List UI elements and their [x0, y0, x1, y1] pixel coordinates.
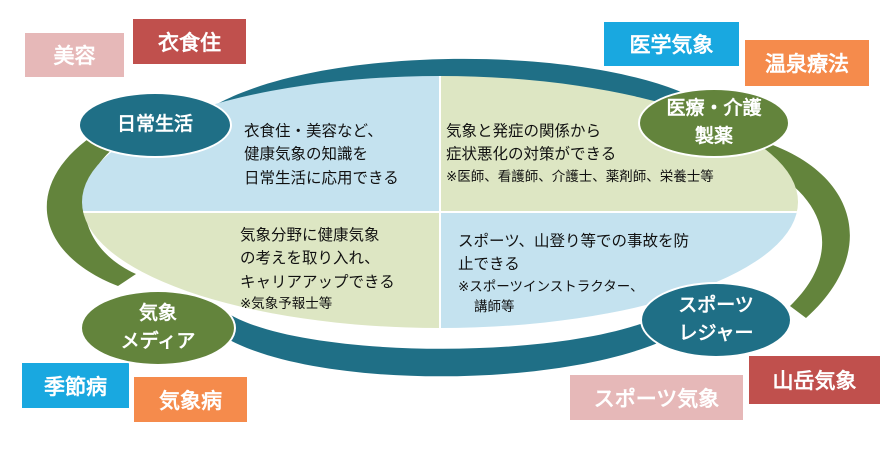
text-line: 健康気象の知識を — [244, 145, 369, 164]
quadrant-bottom-left-text: 気象分野に健康気象 の考えを取り入れ、 キャリアアップできる ※気象予報士等 — [240, 224, 395, 314]
text-note: ※気象予報士等 — [240, 295, 333, 312]
tag-ishokuju: 衣食住 — [133, 19, 246, 64]
text-note: ※医師、看護師、介護士、薬剤師、栄養士等 — [446, 168, 714, 185]
ring-arc-left — [46, 126, 136, 286]
text-line: 衣食住・美容など、 — [244, 122, 383, 140]
tag-kisetsubyou: 季節病 — [22, 363, 129, 408]
node-daily-life: 日常生活 — [78, 92, 232, 158]
node-weather-media-label-1: 気象 — [138, 302, 177, 325]
node-daily-life-label: 日常生活 — [116, 113, 193, 136]
quadrant-bottom-right-text: スポーツ、山登り等での事故を防 止できる ※スポーツインストラクター、 講師等 — [458, 230, 689, 317]
text-line: 気象と発症の関係から — [446, 122, 602, 140]
text-line: 気象分野に健康気象 — [240, 226, 380, 244]
tag-sports-kishou: スポーツ気象 — [570, 375, 743, 420]
node-medical-care-label-1: 医療・介護 — [666, 97, 762, 120]
tag-sangaku-kishou: 山岳気象 — [749, 356, 880, 404]
ring-arc-right — [748, 140, 850, 318]
text-note: 講師等 — [474, 298, 515, 315]
quadrant-top-left-text: 衣食住・美容など、 健康気象の知識を 日常生活に応用できる — [244, 120, 399, 190]
tag-kishoubyou: 気象病 — [134, 377, 247, 422]
text-line: 止できる — [458, 255, 520, 274]
tag-biyou: 美容 — [25, 33, 124, 77]
text-note: ※スポーツインストラクター、 — [458, 278, 644, 295]
node-sports-leisure-label-1: スポーツ — [678, 294, 754, 317]
ring-arc-bottom — [204, 306, 700, 377]
text-line: の考えを取り入れ、 — [240, 249, 380, 268]
node-medical-care-label-2: 製薬 — [694, 125, 733, 147]
node-medical-care: 医療・介護 製薬 — [638, 88, 790, 158]
text-line: キャリアアップできる — [240, 272, 395, 291]
tag-onsen-ryouhou: 温泉療法 — [745, 40, 869, 86]
node-sports-leisure-label-2: レジャー — [678, 322, 754, 344]
node-weather-media-label-2: メディア — [120, 330, 196, 352]
text-line: スポーツ、山登り等での事故を防 — [458, 232, 689, 250]
tag-igaku-kishou: 医学気象 — [604, 22, 739, 66]
ring-arc-top — [196, 58, 712, 128]
text-line: 症状悪化の対策ができる — [446, 145, 617, 164]
node-sports-leisure: スポーツ レジャー — [640, 282, 792, 358]
node-weather-media: 気象 メディア — [80, 290, 236, 366]
text-line: 日常生活に応用できる — [244, 168, 399, 187]
quadrant-top-right-text: 気象と発症の関係から 症状悪化の対策ができる ※医師、看護師、介護士、薬剤師、栄… — [446, 120, 714, 187]
